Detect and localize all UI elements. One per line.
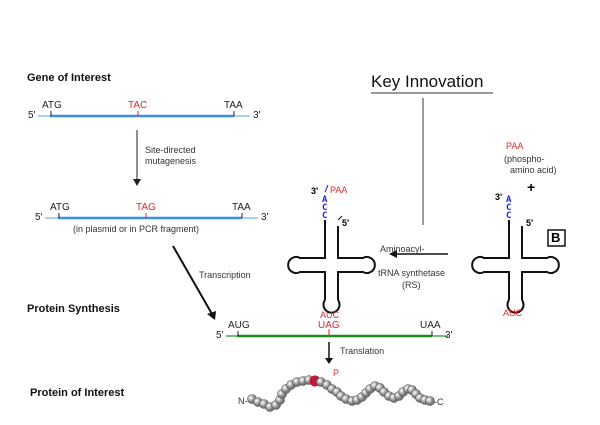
- mutagenesis-label-2: mutagenesis: [145, 156, 197, 166]
- mutant-3prime: 3': [261, 212, 269, 223]
- trna-free-acceptor: A C C: [506, 195, 512, 221]
- amino-acid-bead: [425, 396, 435, 406]
- paa-name: PAA: [506, 141, 524, 151]
- gene-target-codon: TAC: [128, 100, 148, 111]
- acceptor-base: A: [322, 195, 328, 205]
- enzyme-label-2: tRNA synthetase: [378, 268, 446, 278]
- acceptor-base: C: [506, 211, 512, 221]
- trna-charged-anticodon: AUC: [320, 310, 340, 320]
- mutant-target-codon: TAG: [136, 202, 156, 213]
- mutant-dna-line: [45, 213, 258, 220]
- acceptor-base: C: [322, 211, 328, 221]
- gene-stop-codon: TAA: [224, 100, 243, 111]
- c-terminus: -C: [434, 397, 444, 407]
- enzyme-label-1: Aminoacyl-: [380, 244, 425, 254]
- transcription-arrow: [172, 245, 216, 320]
- acceptor-base: C: [506, 203, 512, 213]
- mutant-start-codon: ATG: [50, 202, 70, 213]
- trna-free-3prime: 3': [495, 192, 503, 202]
- heading-gene: Gene of Interest: [27, 72, 111, 84]
- heading-protein: Protein of Interest: [30, 387, 125, 399]
- label-b-box: [547, 229, 566, 247]
- paa-desc-2: amino acid): [510, 165, 557, 175]
- acceptor-base: C: [322, 203, 328, 213]
- phospho-label: P: [333, 368, 340, 378]
- mutagenesis-label-1: Site-directed: [145, 145, 196, 155]
- transcription-label: Transcription: [199, 270, 251, 280]
- gene-start-codon: ATG: [42, 100, 62, 111]
- translation-label: Translation: [340, 346, 385, 356]
- trna-free-shape: [471, 220, 560, 314]
- mrna-target-codon: UAG: [318, 320, 340, 331]
- mutant-5prime: 5': [35, 212, 43, 223]
- mutagenesis-arrow: [133, 130, 141, 186]
- trna-charged-shape: [287, 215, 376, 314]
- plus-sign: +: [527, 179, 536, 195]
- paa-desc-1: (phospho-: [504, 154, 545, 164]
- gene-dna-line: [38, 111, 250, 118]
- gene-3prime: 3': [253, 110, 261, 121]
- trna-free-anticodon: AUC: [503, 308, 523, 318]
- mrna-5prime: 5': [216, 330, 224, 341]
- rs-arrow: [389, 250, 448, 258]
- trna-free-5prime: 5': [526, 218, 534, 228]
- trna-charged-paa: PAA: [330, 185, 348, 195]
- gene-5prime: 5': [28, 110, 36, 121]
- mutant-caption: (in plasmid or in PCR fragment): [73, 224, 200, 234]
- heading-synthesis: Protein Synthesis: [27, 303, 120, 315]
- mrna-line: [226, 329, 448, 338]
- acceptor-base: A: [506, 195, 512, 205]
- paa-bond: [324, 184, 329, 193]
- trna-charged-3prime: 3': [311, 186, 319, 196]
- translation-arrow: [325, 342, 333, 364]
- mrna-3prime: 3': [445, 330, 453, 341]
- mrna-stop-codon: UAA: [420, 320, 441, 331]
- mrna-start-codon: AUG: [228, 320, 250, 331]
- trna-charged-acceptor: A C C: [322, 195, 328, 221]
- trna-charged-5prime: 5': [342, 218, 350, 228]
- label-b: B: [551, 230, 561, 245]
- enzyme-label-3: (RS): [402, 280, 421, 290]
- n-terminus: N-: [238, 396, 248, 406]
- protein-chain: [247, 375, 435, 412]
- mutant-stop-codon: TAA: [232, 202, 251, 213]
- title: Key Innovation: [371, 72, 484, 91]
